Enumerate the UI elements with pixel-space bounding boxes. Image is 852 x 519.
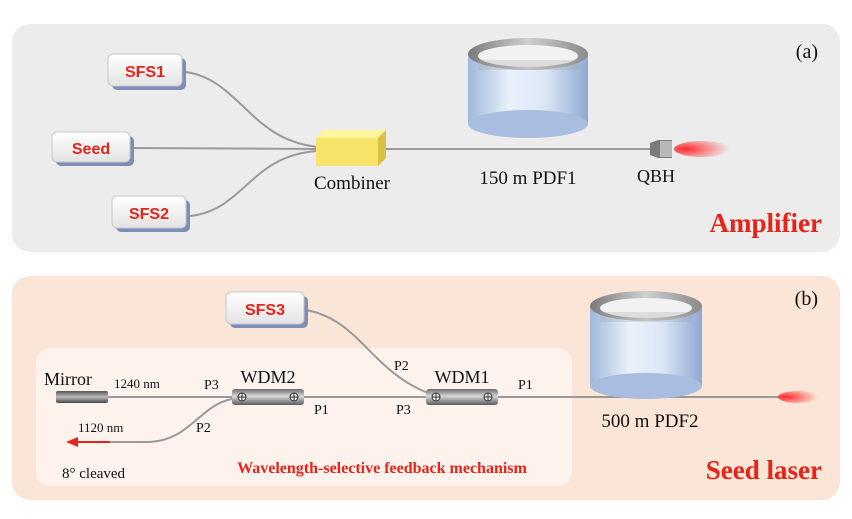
sfs2-box xyxy=(111,195,190,232)
panel-a-fibers xyxy=(133,71,650,217)
combiner-block xyxy=(316,130,386,166)
feedback-region xyxy=(36,348,572,486)
wdm2-port-p1: P1 xyxy=(314,403,329,418)
pdf2-label: 500 m PDF2 xyxy=(601,411,698,432)
seed-label: Seed xyxy=(72,141,110,158)
mirror-label: Mirror xyxy=(44,369,92,389)
wdm2-coupler xyxy=(232,389,304,405)
fiber-coil-pdf2 xyxy=(590,291,702,399)
sfs1-label: SFS1 xyxy=(125,64,165,81)
wdm1-port-p1: P1 xyxy=(518,378,533,393)
sfs2-label: SFS2 xyxy=(129,206,169,223)
seed-output-glow xyxy=(778,391,818,403)
sfs1-box xyxy=(107,53,186,90)
panel-b-label: (b) xyxy=(795,288,818,310)
wdm2-label: WDM2 xyxy=(241,367,296,387)
wavelength-1240-label: 1240 nm xyxy=(114,376,160,391)
wdm1-port-p3: P3 xyxy=(396,403,411,418)
output-arrow-1120 xyxy=(66,437,110,447)
sfs3-label: SFS3 xyxy=(245,302,285,319)
panel-b-fibers xyxy=(108,309,780,443)
cleaved-label: 8° cleaved xyxy=(62,466,126,482)
panel-b-title: Seed laser xyxy=(706,455,822,485)
sfs3-box xyxy=(225,291,308,328)
panel-a-label: (a) xyxy=(796,41,818,63)
wdm1-label: WDM1 xyxy=(435,367,490,387)
qbh-connector xyxy=(650,140,730,158)
pdf1-label: 150 m PDF1 xyxy=(479,168,576,189)
qbh-label: QBH xyxy=(637,166,675,186)
wdm2-port-p2: P2 xyxy=(196,421,211,436)
wavelength-1120-label: 1120 nm xyxy=(78,420,123,435)
mirror-element xyxy=(56,391,108,403)
feedback-mechanism-label: Wavelength-selective feedback mechanism xyxy=(237,460,527,477)
combiner-label: Combiner xyxy=(314,173,391,194)
wdm1-port-p2: P2 xyxy=(394,359,409,374)
fiber-coil-pdf1 xyxy=(468,38,588,138)
panel-a-title: Amplifier xyxy=(710,208,822,238)
panel-a-background xyxy=(12,24,840,252)
wdm2-port-p3: P3 xyxy=(204,378,219,393)
seed-box xyxy=(51,131,134,166)
wdm1-coupler xyxy=(426,389,498,405)
